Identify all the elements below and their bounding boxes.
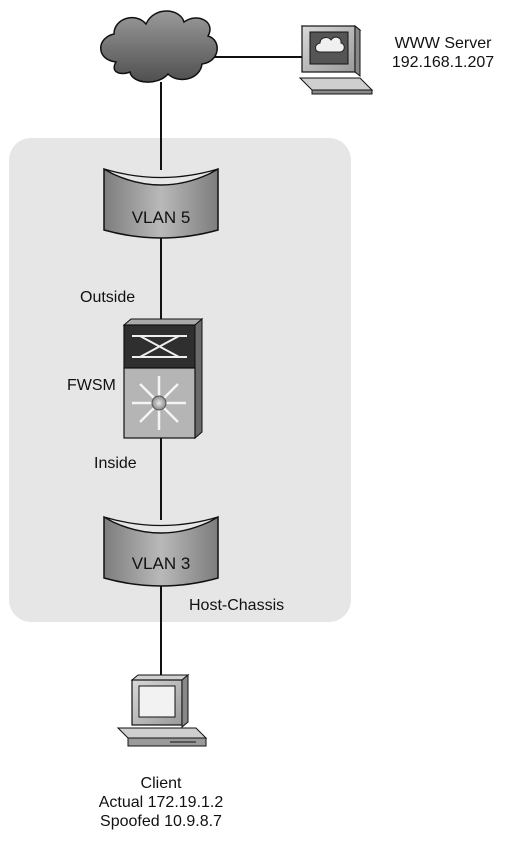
www-server-ip: 192.168.1.207 (391, 54, 495, 71)
host-chassis-label: Host-Chassis (189, 597, 285, 614)
client-name: Client (140, 775, 182, 792)
client-label: Client Actual 172.19.1.2 Spoofed 10.9.8.… (86, 774, 236, 831)
fwsm-label: FWSM (67, 377, 116, 394)
www-server-label: WWW Server 192.168.1.207 (383, 34, 503, 72)
www-server-name: WWW Server (394, 35, 492, 52)
vlan3-icon (103, 515, 219, 587)
connection-lines (160, 56, 303, 680)
outside-label: Outside (80, 289, 136, 306)
client-spoofed-ip: Spoofed 10.9.8.7 (100, 813, 222, 830)
internet-cloud-icon (100, 10, 218, 83)
client-computer-icon (116, 673, 208, 747)
vlan5-label: VLAN 5 (131, 208, 191, 227)
client-actual-ip: Actual 172.19.1.2 (98, 794, 224, 811)
vlan3-label: VLAN 3 (131, 554, 191, 573)
vlan5-icon (103, 167, 219, 239)
www-server-icon (298, 24, 374, 95)
inside-label: Inside (94, 455, 137, 472)
fwsm-icon (122, 317, 204, 440)
